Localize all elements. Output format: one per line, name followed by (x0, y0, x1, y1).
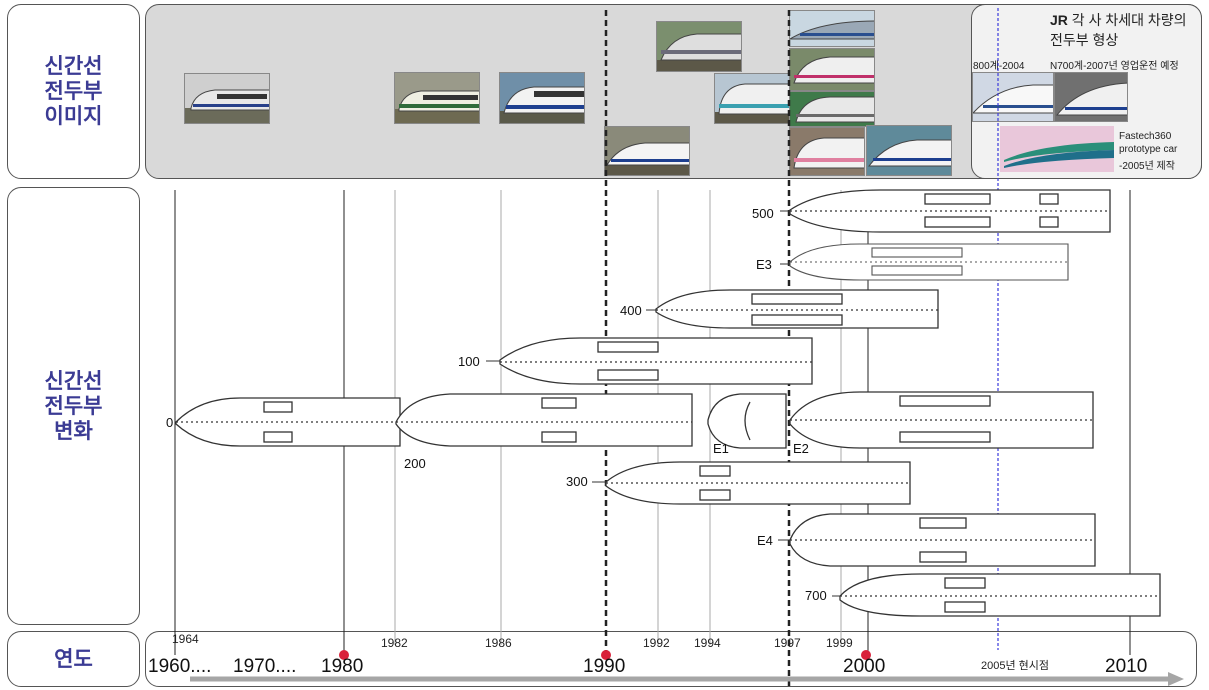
year-large-1980: 1980 (321, 656, 363, 677)
train-schematic-400 (656, 290, 938, 328)
train-label-300: 300 (566, 474, 588, 489)
year-large-1970: 1970.... (233, 656, 296, 677)
year-large-1960: 1960.... (148, 656, 211, 677)
train-label-e2: E2 (793, 441, 809, 456)
year-large-2000: 2000 (843, 656, 885, 677)
train-schematic-500 (790, 190, 1110, 232)
year-small-1997: 1997 (774, 636, 801, 650)
train-label-100: 100 (458, 354, 480, 369)
train-label-e4: E4 (757, 533, 773, 548)
train-schematic-e3 (790, 244, 1068, 280)
present-marker-label: 2005년 현시점 (981, 659, 1049, 672)
train-schematic-0 (176, 398, 400, 446)
year-small-1992: 1992 (643, 636, 670, 650)
year-large-1990: 1990 (583, 656, 625, 677)
train-label-700: 700 (805, 588, 827, 603)
year-small-1986: 1986 (485, 636, 512, 650)
train-schematic-e1 (708, 394, 786, 448)
year-small-1999: 1999 (826, 636, 853, 650)
train-label-200: 200 (404, 456, 426, 471)
year-small-1982: 1982 (381, 636, 408, 650)
train-label-e1: E1 (713, 441, 729, 456)
train-label-0: 0 (166, 415, 173, 430)
train-schematic-e2 (790, 392, 1093, 448)
train-label-500: 500 (752, 206, 774, 221)
train-schematic-300 (606, 462, 910, 504)
year-large-2010: 2010 (1105, 656, 1147, 677)
train-schematic-e4 (790, 514, 1095, 566)
train-schematic-700 (840, 574, 1160, 616)
train-schematic-200 (396, 394, 692, 446)
train-label-e3: E3 (756, 257, 772, 272)
year-small-1964: 1964 (172, 632, 199, 646)
train-label-400: 400 (620, 303, 642, 318)
train-schematic-100 (500, 338, 812, 384)
timeline-arrow-head (1168, 672, 1184, 686)
year-small-1994: 1994 (694, 636, 721, 650)
